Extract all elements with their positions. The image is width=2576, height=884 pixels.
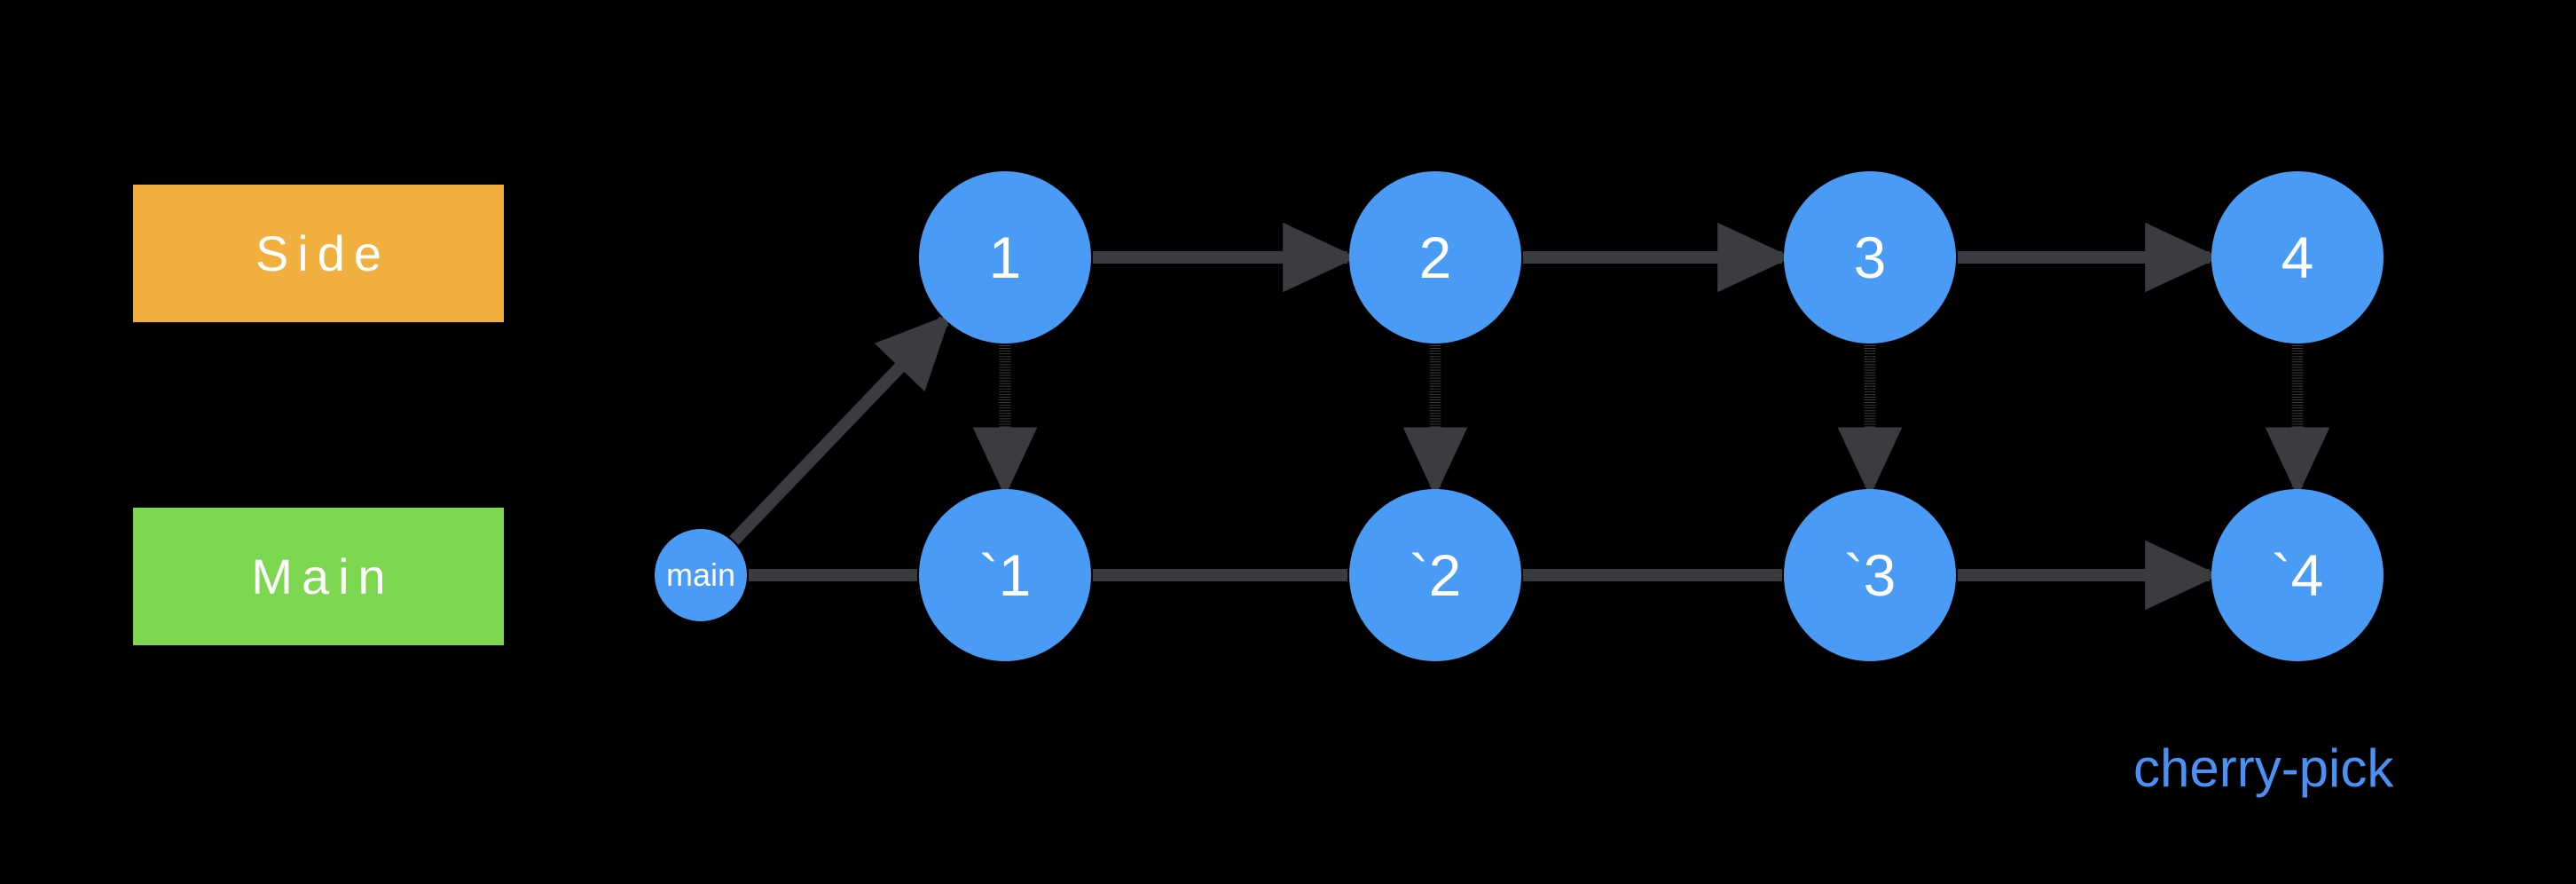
commit-node-s2[interactable]: 2 [1349, 171, 1521, 343]
legend-label-main: Main [251, 548, 395, 604]
commit-node-main[interactable]: main [655, 529, 747, 621]
commit-node-label: 2 [1418, 225, 1452, 290]
commit-node-m3[interactable]: `3 [1784, 489, 1956, 661]
commit-node-s4[interactable]: 4 [2211, 171, 2384, 343]
commit-node-m4[interactable]: `4 [2211, 489, 2384, 661]
commit-node-label: `1 [978, 542, 1032, 608]
legend-label-side: Side [255, 225, 391, 281]
commit-node-label: `3 [1843, 542, 1897, 608]
commit-node-label: 3 [1853, 225, 1887, 290]
commit-node-m1[interactable]: `1 [919, 489, 1091, 661]
commit-node-s3[interactable]: 3 [1784, 171, 1956, 343]
edge-main-to-s1 [729, 313, 952, 545]
legend-box-main: Main [133, 508, 504, 645]
cherry-pick-annotation: cherry-pick [2133, 738, 2394, 798]
commit-node-s1[interactable]: 1 [919, 171, 1091, 343]
commit-node-label: `4 [2271, 542, 2324, 608]
commit-node-label: 1 [988, 225, 1022, 290]
commit-node-label: `2 [1409, 542, 1462, 608]
commit-node-m2[interactable]: `2 [1349, 489, 1521, 661]
commit-node-label: main [665, 556, 736, 593]
commit-node-label: 4 [2281, 225, 2314, 290]
legend-box-side: Side [133, 185, 504, 322]
